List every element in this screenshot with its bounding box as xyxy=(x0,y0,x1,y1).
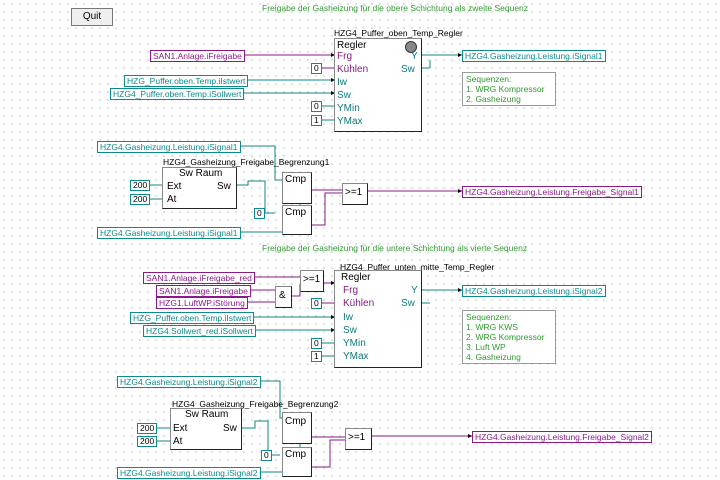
regler1-block[interactable]: Regler Frg Kühlen Iw Sw YMin YMax Y Sw xyxy=(334,38,422,132)
regler1-const-kuehlen[interactable]: 0 xyxy=(311,63,322,74)
seq2-line: 3. Luft WP xyxy=(466,342,506,352)
begr1-in-bot-signal[interactable]: HZG4.Gasheizung.Leistung.iSignal1 xyxy=(97,227,241,239)
begr2-cmp1-label: Cmp xyxy=(285,416,307,427)
regler2-in-frg-signal[interactable]: SAN1.Anlage.iFreigabe xyxy=(156,285,251,297)
regler1-pin-ymin: YMin xyxy=(337,103,360,114)
seq2-line: Sequenzen: xyxy=(466,312,512,322)
regler2-or-gate[interactable]: >=1 xyxy=(300,270,324,292)
begr1-title: Sw Raum xyxy=(179,168,223,179)
regler2-or-label: >=1 xyxy=(303,274,321,285)
seq1-line: Sequenzen: xyxy=(466,74,512,84)
regler1-pin-iw: Iw xyxy=(337,77,347,88)
regler2-const-ymax[interactable]: 1 xyxy=(311,351,322,362)
regler1-pin-frg: Frg xyxy=(337,51,352,62)
regler2-const-kuehlen[interactable]: 0 xyxy=(311,298,322,309)
begr2-cmp-const[interactable]: 0 xyxy=(261,450,272,461)
begr1-out-signal[interactable]: HZG4.Gasheizung.Leistung.Freigabe_Signal… xyxy=(462,186,642,198)
regler2-const-ymin[interactable]: 0 xyxy=(311,338,322,349)
begr2-or-label: >=1 xyxy=(348,432,366,443)
regler2-and-gate[interactable]: & xyxy=(275,286,292,308)
seq1-line: 2. Gasheizung xyxy=(466,94,521,104)
regler1-pin-sw: Sw xyxy=(337,90,351,101)
begr2-pin-ext: Ext xyxy=(173,423,188,434)
begr2-out-sw: Sw xyxy=(223,423,237,434)
regler1-in-iw-signal[interactable]: HZG_Puffer.oben.Temp.iIstwert xyxy=(124,75,249,87)
begr2-pin-at: At xyxy=(173,436,183,447)
regler2-name: HZG4_Puffer_unten_mitte_Temp_Regler xyxy=(340,262,495,272)
begr2-in-top-signal[interactable]: HZG4.Gasheizung.Leistung.iSignal2 xyxy=(117,376,261,388)
regler2-out-signal[interactable]: HZG4.Gasheizung.Leistung.iSignal2 xyxy=(462,285,606,297)
seq2-line: 4. Gasheizung xyxy=(466,352,521,362)
regler1-status-led xyxy=(405,41,417,53)
regler1-name: HZG4_Puffer_oben_Temp_Regler xyxy=(334,28,463,38)
begr2-const-ext[interactable]: 200 xyxy=(137,423,158,434)
begr1-swraum-block[interactable]: Sw Raum Ext At Sw xyxy=(162,167,237,209)
regler2-block[interactable]: Regler Frg Kühlen Iw Sw YMin YMax Y Sw xyxy=(334,270,422,368)
begr2-const-at[interactable]: 200 xyxy=(137,436,158,447)
begr1-out-sw: Sw xyxy=(217,181,231,192)
begr2-title: Sw Raum xyxy=(185,409,229,420)
begr1-const-ext[interactable]: 200 xyxy=(130,180,151,191)
regler2-sequence-note: Sequenzen: 1. WRG KWS 2. WRG Kompressor … xyxy=(462,310,556,364)
regler2-and-label: & xyxy=(279,290,286,301)
quit-button[interactable]: Quit xyxy=(71,8,113,26)
regler2-title: Regler xyxy=(341,272,371,283)
begr2-name: HZG4_Gasheizung_Freigabe_Begrenzung2 xyxy=(172,399,339,409)
regler2-in-frg-red-signal[interactable]: SAN1.Anlage.iFreigabe_red xyxy=(143,272,255,284)
regler1-title: Regler xyxy=(337,40,367,51)
regler1-const-ymin[interactable]: 0 xyxy=(311,101,322,112)
regler2-pin-ymin: YMin xyxy=(343,338,366,349)
regler1-const-ymax[interactable]: 1 xyxy=(311,115,322,126)
regler1-out-sw: Sw xyxy=(401,64,415,75)
seq1-line: 1. WRG Kompressor xyxy=(466,84,545,94)
caption-top: Freigabe der Gasheizung für die obere Sc… xyxy=(262,3,529,13)
regler2-pin-ymax: YMax xyxy=(343,351,369,362)
begr1-cmp1[interactable]: Cmp xyxy=(282,172,312,204)
begr1-or-label: >=1 xyxy=(345,187,363,198)
regler1-pin-ymax: YMax xyxy=(337,116,363,127)
begr2-out-signal[interactable]: HZG4.Gasheizung.Leistung.Freigabe_Signal… xyxy=(472,431,652,443)
begr1-or-gate[interactable]: >=1 xyxy=(342,183,368,205)
begr2-swraum-block[interactable]: Sw Raum Ext At Sw xyxy=(170,408,242,450)
regler2-in-sw-signal[interactable]: HZG4.Sollwert_red.iSollwert xyxy=(143,325,256,337)
begr1-in-top-signal[interactable]: HZG4.Gasheizung.Leistung.iSignal1 xyxy=(97,141,241,153)
begr2-in-bot-signal[interactable]: HZG4.Gasheizung.Leistung.iSignal2 xyxy=(117,467,261,479)
begr1-cmp-const[interactable]: 0 xyxy=(254,208,265,219)
begr1-pin-ext: Ext xyxy=(167,181,182,192)
begr2-cmp2-label: Cmp xyxy=(285,449,307,460)
regler2-pin-frg: Frg xyxy=(343,285,358,296)
seq2-line: 2. WRG Kompressor xyxy=(466,332,545,342)
begr1-cmp2-label: Cmp xyxy=(285,207,307,218)
regler1-in-sw-signal[interactable]: HZG4_Puffer.oben.Temp.iSollwert xyxy=(110,88,245,100)
regler1-in-frg-signal[interactable]: SAN1.Anlage.iFreigabe xyxy=(150,50,245,62)
regler1-out-signal[interactable]: HZG4.Gasheizung.Leistung.iSignal1 xyxy=(462,50,606,62)
regler1-pin-kuehlen: Kühlen xyxy=(337,64,369,75)
regler2-pin-iw: Iw xyxy=(343,312,353,323)
begr1-cmp1-label: Cmp xyxy=(285,174,307,185)
caption-bottom: Freigabe der Gasheizung für die untere S… xyxy=(262,243,528,253)
begr2-cmp2[interactable]: Cmp xyxy=(282,447,312,477)
begr1-pin-at: At xyxy=(167,194,177,205)
seq2-line: 1. WRG KWS xyxy=(466,322,518,332)
regler2-pin-kuehlen: Kühlen xyxy=(343,298,375,309)
begr1-name: HZG4_Gasheizung_Freigabe_Begrenzung1 xyxy=(163,157,330,167)
regler2-pin-sw: Sw xyxy=(343,325,357,336)
regler2-in-iw-signal[interactable]: HZG_Puffer.oben.Temp.iIstwert xyxy=(130,312,255,324)
begr1-cmp2[interactable]: Cmp xyxy=(282,205,312,235)
begr2-cmp1[interactable]: Cmp xyxy=(282,412,312,444)
begr2-or-gate[interactable]: >=1 xyxy=(345,428,372,450)
regler2-in-stoerung-signal[interactable]: HZG1.LuftWP.iStörung xyxy=(156,297,248,309)
regler1-sequence-note: Sequenzen: 1. WRG Kompressor 2. Gasheizu… xyxy=(462,72,556,106)
regler1-out-y: Y xyxy=(411,51,418,62)
regler2-out-sw: Sw xyxy=(401,298,415,309)
begr1-const-at[interactable]: 200 xyxy=(130,194,151,205)
regler2-out-y: Y xyxy=(411,285,418,296)
